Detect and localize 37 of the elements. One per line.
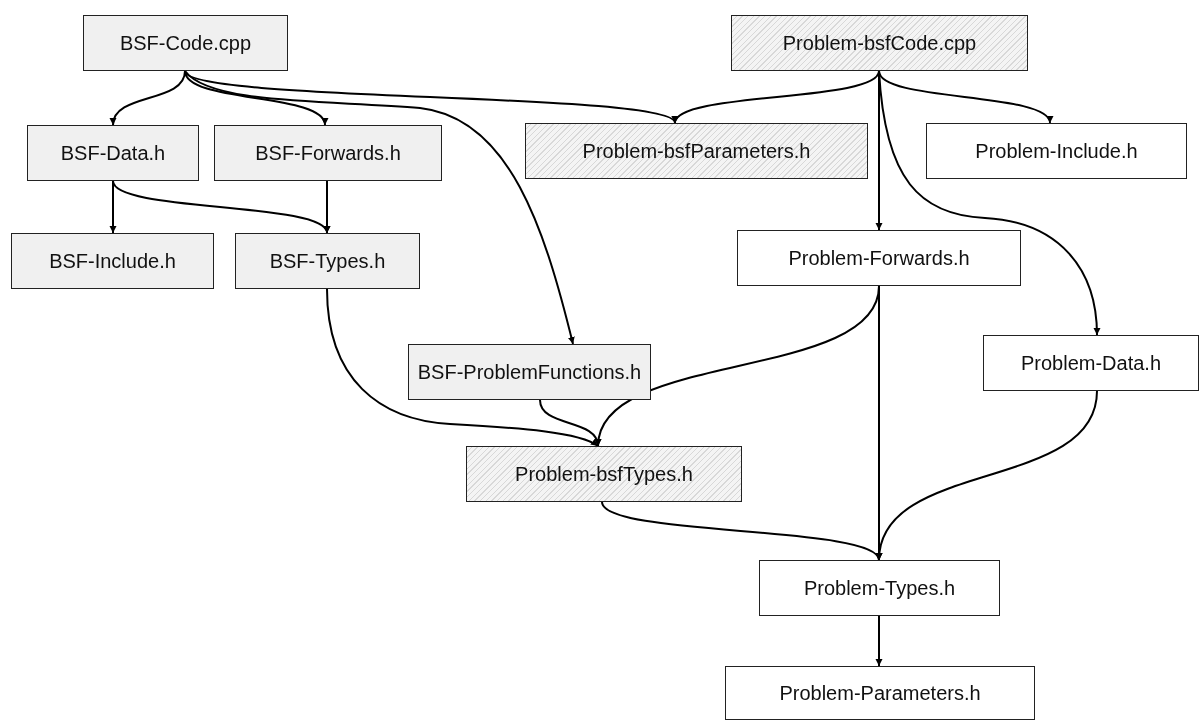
file-name: BSF-Forwards.h (255, 141, 401, 165)
file-name: Problem-Forwards.h (788, 246, 970, 270)
file-box (525, 123, 868, 179)
file-box (11, 233, 214, 289)
arrow (184, 70, 676, 124)
file-box (926, 123, 1187, 179)
file-name: BSF-Code.cpp (119, 31, 252, 55)
file-name: Problem-Data.h (1020, 351, 1162, 375)
file-name: BSF-Types.h (269, 249, 386, 273)
file-box (27, 125, 199, 181)
arrow (112, 180, 328, 234)
file-name: BSF-ProblemFunctions.h (417, 360, 642, 384)
file-name: Problem-bsfTypes.h (515, 462, 693, 486)
file-box (759, 560, 1000, 616)
file-box (466, 446, 742, 502)
file-box (737, 230, 1021, 286)
file-box (725, 666, 1035, 720)
file-name: Problem-Include.h (975, 139, 1138, 163)
file-box (235, 233, 420, 289)
file-box (83, 15, 288, 71)
file-name: BSF-Include.h (49, 249, 176, 273)
arrow (875, 615, 883, 667)
file-box (731, 15, 1028, 71)
file-name: Problem-bsfParameters.h (582, 139, 811, 163)
arrow (323, 180, 331, 234)
arrow (184, 70, 575, 345)
file-name: Problem-Parameters.h (779, 681, 981, 705)
file-name: Problem-Types.h (803, 576, 956, 600)
file-box (408, 344, 651, 400)
file-name: Problem-bsfCode.cpp (782, 31, 977, 55)
arrow (674, 70, 880, 124)
arrow (878, 70, 1101, 336)
arrow (601, 501, 880, 561)
file-box (214, 125, 442, 181)
file-box (983, 335, 1199, 391)
file-name: BSF-Data.h (60, 141, 166, 165)
arrow (326, 288, 599, 447)
